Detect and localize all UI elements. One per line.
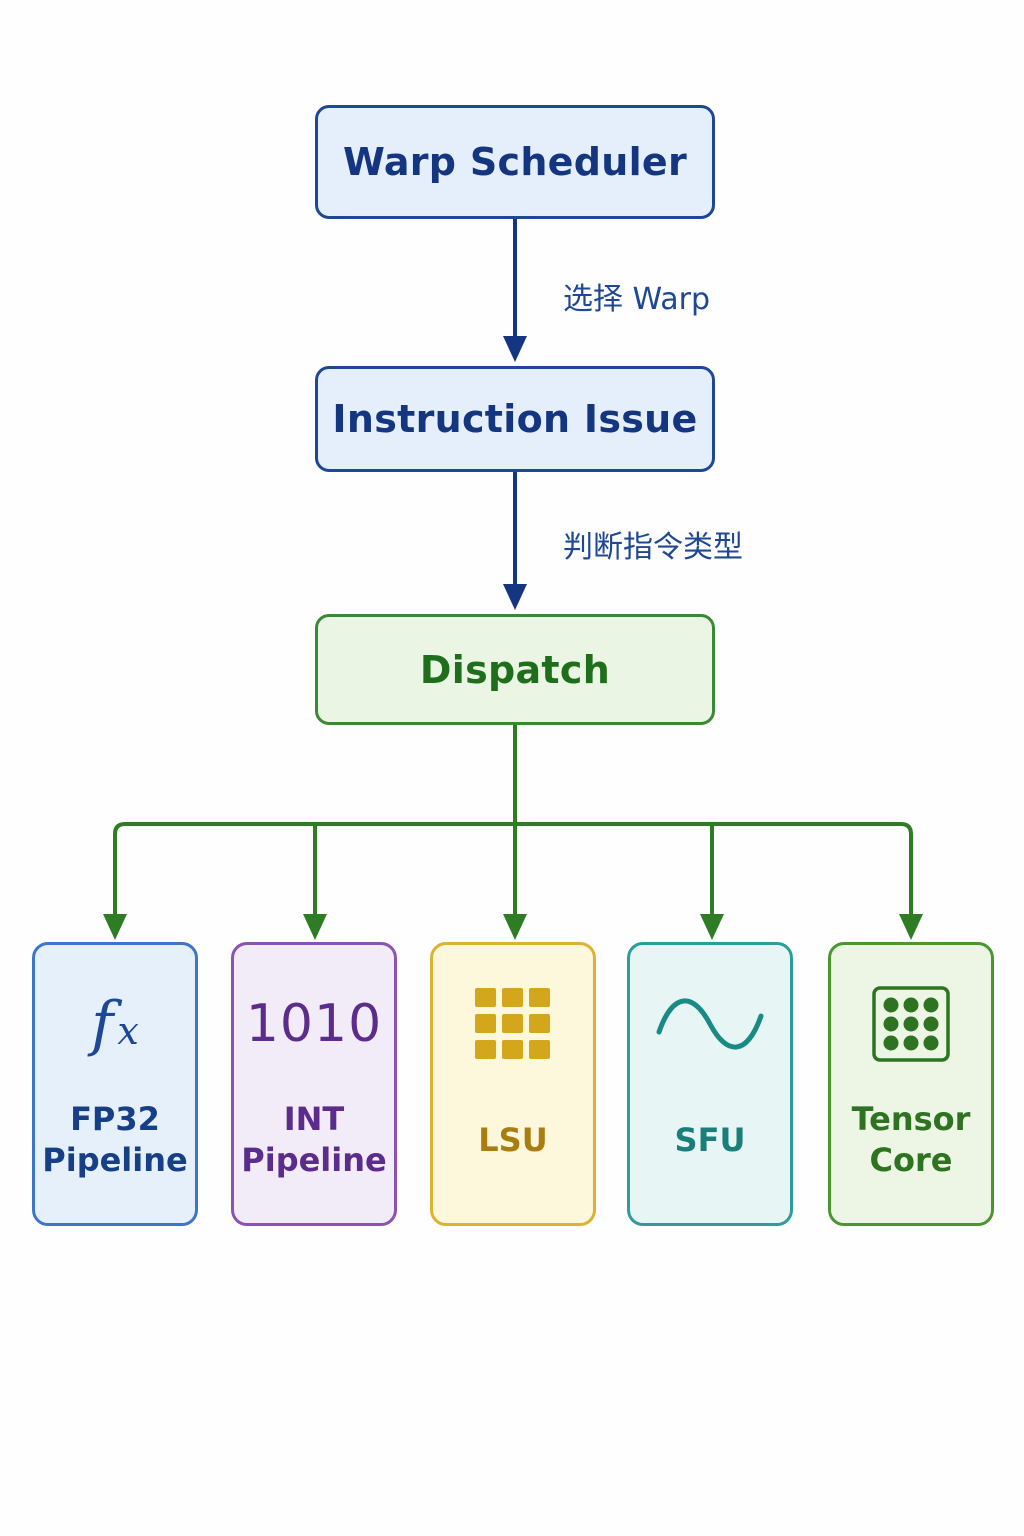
- arrowhead-lsu: [503, 914, 527, 940]
- arrowhead-sfu: [700, 914, 724, 940]
- arrowhead-fp32: [103, 914, 127, 940]
- lsu-unit: LSU: [430, 942, 596, 1226]
- tensor-label-text: Tensor Core: [851, 1100, 971, 1179]
- warp-scheduler-node: Warp Scheduler: [315, 105, 715, 219]
- edge-label-judge-type: 判断指令类型: [563, 530, 743, 565]
- tensor-core-unit: Tensor Core: [828, 942, 994, 1226]
- instruction-issue-node: Instruction Issue: [315, 366, 715, 472]
- sfu-label-text: SFU: [674, 1120, 746, 1159]
- fp32-pipeline-label: FP32 Pipeline: [35, 1095, 195, 1185]
- arrowhead-tensor: [899, 914, 923, 940]
- dispatch-node: Dispatch: [315, 614, 715, 725]
- binary-1010-text: 1010: [245, 994, 383, 1054]
- int-label-text: INT Pipeline: [241, 1100, 387, 1179]
- sfu-label: SFU: [630, 1095, 790, 1185]
- arrowhead-issue-to-dispatch: [503, 584, 527, 610]
- warp-scheduler-label: Warp Scheduler: [342, 140, 688, 184]
- instruction-issue-label: Instruction Issue: [332, 397, 698, 441]
- fp32-label-text: FP32 Pipeline: [42, 1100, 188, 1179]
- lsu-label-text: LSU: [478, 1120, 548, 1159]
- sfu-unit: SFU: [627, 942, 793, 1226]
- binary-1010-icon: 1010: [234, 981, 394, 1067]
- matrix-dots-icon: [831, 981, 991, 1067]
- int-pipeline-label: INT Pipeline: [234, 1095, 394, 1185]
- edge-label-select-warp: 选择 Warp: [563, 282, 711, 317]
- arrowhead-int: [303, 914, 327, 940]
- lsu-label: LSU: [433, 1095, 593, 1185]
- dispatch-label: Dispatch: [419, 647, 611, 692]
- tensor-core-label: Tensor Core: [831, 1095, 991, 1185]
- sine-wave-icon: [630, 981, 790, 1067]
- int-pipeline-unit: 1010 INT Pipeline: [231, 942, 397, 1226]
- grid-3x3-icon: [433, 981, 593, 1067]
- arrowhead-scheduler-to-issue: [503, 336, 527, 362]
